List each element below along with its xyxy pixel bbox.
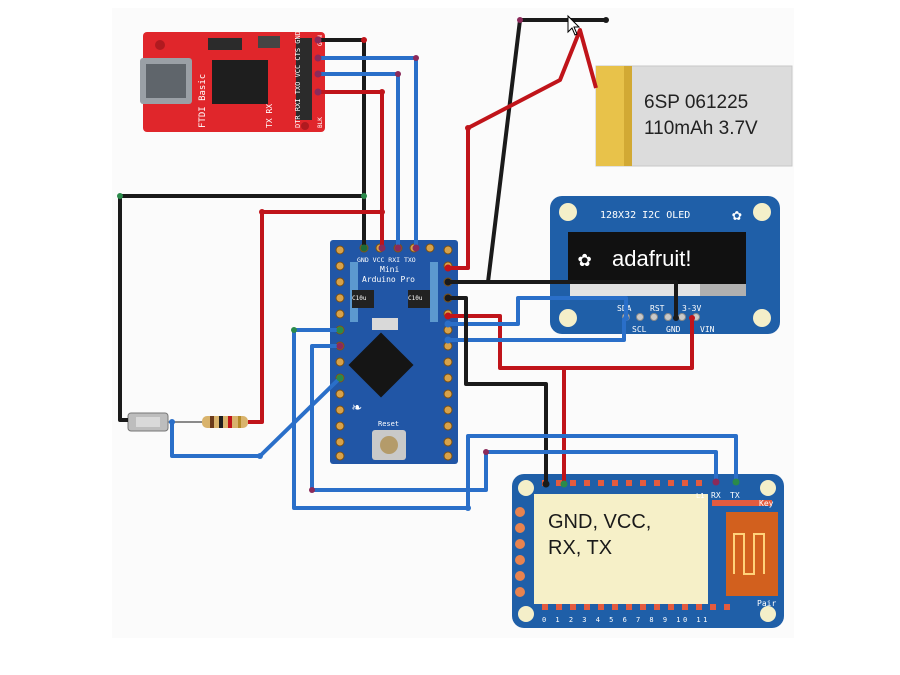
battery-label-line2: 110mAh 3.7V	[644, 118, 758, 139]
arduino-top-pin-labels: GND VCC RXI TXO	[357, 256, 416, 264]
battery-label-line1: 6SP 061225	[644, 92, 748, 113]
hm10-bottom-pin-row	[542, 604, 730, 610]
hm10-pin-tx: TX	[730, 491, 740, 500]
wire-batt-red	[448, 28, 598, 270]
oled-brand: adafruit!	[612, 246, 692, 271]
wire-button-gnd	[118, 194, 364, 422]
wire-hm10-rx	[310, 344, 718, 492]
ftdi-pins-label: DTR RXI TXO VCC CTS GND	[294, 31, 302, 128]
ftdi-blk-label: BLK	[317, 117, 324, 128]
arduino-name-line2: Arduino Pro	[362, 275, 415, 284]
wire-hm10-vcc	[500, 366, 566, 484]
hm10-ble-module: GND, VCC, RX, TX RX TX L1 Key Pair 0 1 2…	[512, 474, 784, 628]
resistor	[202, 416, 248, 428]
oled-pin-scl: SCL	[632, 325, 647, 334]
arduino-reset-label: Reset	[378, 420, 399, 428]
arduino-left-pin-column	[335, 245, 345, 461]
hm10-left-pin-column	[515, 507, 525, 597]
hm10-note-line2: RX, TX	[548, 537, 612, 559]
hm10-bottom-numbers: 0 1 2 3 4 5 6 7 8 9 10 11	[542, 616, 710, 624]
oled-pin-33v: 3-3V	[682, 304, 701, 313]
pushbutton	[127, 412, 169, 432]
arduino-cap2-label: C10u	[408, 295, 423, 302]
ftdi-txrx: TX RX	[265, 104, 274, 128]
hm10-note-line1: GND, VCC,	[548, 511, 651, 533]
wire-resistor-vcc	[248, 210, 382, 424]
wire-hm10-gnd	[448, 296, 548, 484]
arduino-cap1-label: C10u	[352, 295, 367, 302]
wire-oled-sda	[448, 296, 628, 326]
arduino-name-line1: Mini	[380, 265, 399, 274]
lipo-battery: 6SP 061225 110mAh 3.7V	[595, 65, 793, 167]
hm10-key-label: Key	[759, 499, 774, 508]
arduino-pro-mini-board: GND VCC RXI TXO Mini Arduino Pro C10u C1…	[330, 240, 458, 464]
wire-oled-gnd	[448, 280, 678, 318]
arduino-logo-icon: ❧	[352, 397, 362, 416]
oled-flower-icon: ✿	[578, 247, 591, 272]
wire-button-signal	[170, 376, 342, 458]
hm10-pair-label: Pair	[757, 599, 776, 608]
oled-star-logo-icon: ✿	[732, 205, 742, 224]
oled-pin-rst: RST	[650, 304, 665, 313]
wire-endpoints	[117, 17, 740, 511]
oled-title: 128X32 I2C OLED	[600, 210, 690, 221]
hm10-pin-rx: RX	[711, 491, 721, 500]
hm10-l1-label: L1	[696, 492, 704, 500]
ftdi-label: FTDI Basic	[198, 74, 208, 128]
wire-oled-scl	[448, 318, 626, 342]
ftdi-basic-board: FTDI Basic TX RX DTR RXI TXO VCC CTS GND…	[140, 31, 325, 132]
oled-display-board: 128X32 I2C OLED ✿ ✿ adafruit! SDA RST 3-…	[550, 196, 780, 334]
mouse-cursor-icon	[567, 14, 581, 36]
oled-pin-gnd: GND	[666, 325, 681, 334]
oled-pin-vin: VIN	[700, 325, 715, 334]
